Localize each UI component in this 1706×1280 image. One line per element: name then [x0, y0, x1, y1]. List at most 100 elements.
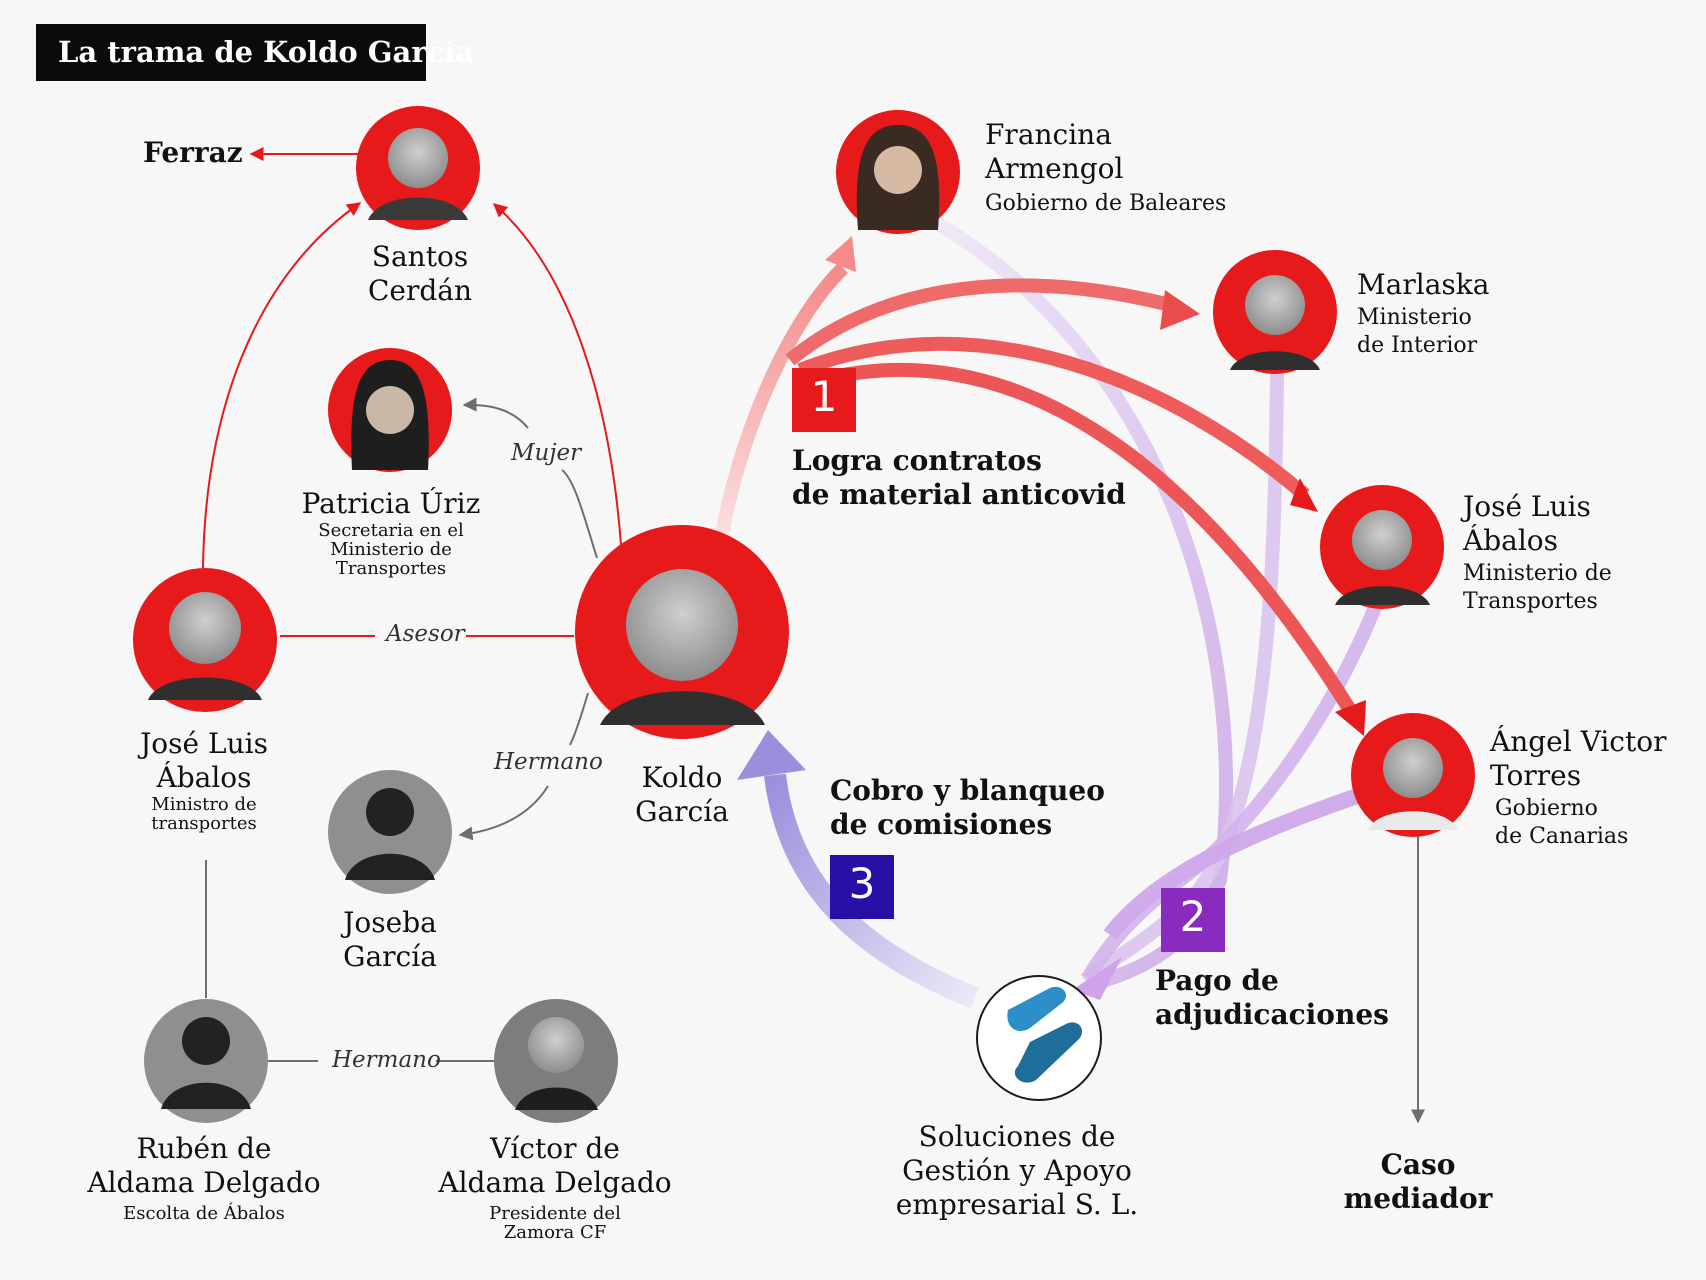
abalos-to-santos-line	[202, 202, 362, 569]
koldo-to-santos-line	[492, 203, 622, 546]
armengol-label: Francina Armengol Gobierno de Baleares	[985, 118, 1226, 218]
step-2-badge	[1161, 888, 1225, 952]
mujer-arrow	[462, 397, 529, 429]
joseba-name-line1: Joseba	[343, 906, 437, 939]
joseba-name-line2: García	[343, 940, 437, 973]
step-2-text-line1: Pago de	[1155, 964, 1279, 997]
company-name-line2: Gestión y Apoyo	[902, 1154, 1132, 1187]
flow-torres-to-company	[1103, 787, 1363, 940]
ruben-role: Escolta de Ábalos	[123, 1203, 285, 1224]
flow-koldo-to-armengol-arrowhead	[825, 236, 856, 272]
company-label: Soluciones de Gestión y Apoyo empresaria…	[896, 1120, 1138, 1222]
step-1-text-line1: Logra contratos	[792, 444, 1042, 477]
armengol-role: Gobierno de Baleares	[985, 191, 1227, 216]
armengol-name-line2: Armengol	[985, 152, 1124, 185]
ruben-name-line2: Aldama Delgado	[87, 1166, 321, 1199]
flow-to-company-arrowhead	[1072, 957, 1122, 1000]
asesor-label: Asesor	[386, 621, 465, 647]
step-3-text: Cobro y blanqueo de comisiones	[830, 774, 1105, 842]
armengol-avatar	[836, 110, 960, 234]
flow-koldo-to-abalos	[797, 336, 1310, 501]
marlaska-name: Marlaska	[1357, 268, 1490, 301]
step-2-text: Pago de adjudicaciones	[1155, 964, 1389, 1032]
santos-name: Santos Cerdán	[368, 240, 472, 308]
step-3-number: 3	[848, 859, 876, 908]
patricia-label: Patricia Úriz Secretaria en el Ministeri…	[302, 487, 481, 578]
step-3-text-line2: de comisiones	[830, 808, 1053, 841]
victor-role-line2: Zamora CF	[503, 1222, 607, 1243]
torres-role-line1: Gobierno	[1495, 796, 1598, 821]
flow-koldo-to-marlaska-arrowhead	[1160, 290, 1200, 330]
koldo-name-line1: Koldo	[641, 761, 723, 794]
abalos-right-avatar	[1320, 485, 1444, 609]
torres-name-line1: Ángel Victor	[1490, 725, 1667, 758]
patricia-role-line2: Ministerio de	[330, 539, 452, 560]
step-3-badge	[830, 855, 894, 919]
koldo-name-line2: García	[635, 795, 729, 828]
caso-mediador-line2: mediador	[1343, 1182, 1493, 1215]
abalos-right-label: José Luis Ábalos Ministerio de Transport…	[1463, 490, 1612, 616]
step-3-text-line1: Cobro y blanqueo	[830, 774, 1105, 807]
ruben-label: Rubén de Aldama Delgado Escolta de Ábalo…	[87, 1132, 320, 1223]
hermano-koldo-arrow	[458, 785, 549, 841]
hermano-koldo-label: Hermano	[494, 749, 603, 775]
patricia-role-line3: Transportes	[335, 558, 447, 579]
torres-role-line2: de Canarias	[1495, 824, 1629, 849]
patricia-role-line1: Secretaria en el	[318, 520, 464, 541]
torres-name-line2: Torres	[1490, 759, 1582, 792]
caso-mediador-label: Caso mediador	[1344, 1148, 1493, 1216]
ferraz-label: Ferraz	[143, 136, 243, 169]
marlaska-label: Marlaska Ministerio de Interior	[1357, 268, 1489, 360]
step-1-badge	[792, 368, 856, 432]
abalos-left-name-line1: José Luis	[140, 727, 268, 760]
marlaska-avatar	[1213, 250, 1337, 374]
koldo-name: Koldo García	[635, 761, 729, 829]
victor-label: Víctor de Aldama Delgado Presidente del …	[438, 1132, 671, 1242]
abalos-right-role-line1: Ministerio de	[1463, 561, 1612, 586]
caso-mediador-line1: Caso	[1380, 1148, 1456, 1181]
company-logo-icon	[976, 975, 1102, 1101]
flow-koldo-to-torres	[818, 362, 1356, 714]
abalos-left-avatar	[133, 568, 277, 712]
santos-name-line2: Cerdán	[367, 274, 473, 307]
abalos-left-label: José Luis Ábalos Ministro de transportes	[140, 727, 268, 833]
marlaska-role-line2: de Interior	[1357, 333, 1478, 358]
company-name-line3: empresarial S. L.	[895, 1188, 1139, 1221]
step-1-number: 1	[810, 372, 838, 421]
abalos-right-name-line1: José Luis	[1463, 490, 1591, 523]
flow-company-to-koldo	[764, 773, 980, 1009]
abalos-left-name-line2: Ábalos	[156, 761, 252, 794]
step-1-text: Logra contratos de material anticovid	[792, 444, 1126, 512]
santos-name-line1: Santos	[371, 240, 469, 273]
koldo-avatar	[575, 525, 789, 739]
ruben-avatar	[144, 999, 268, 1123]
flow-armengol-to-company	[931, 215, 1234, 992]
victor-name-line1: Víctor de	[490, 1132, 620, 1165]
santos-avatar	[356, 106, 480, 230]
marlaska-role-line1: Ministerio	[1357, 305, 1472, 330]
hermano-koldo-line	[569, 692, 589, 746]
joseba-name: Joseba García	[343, 906, 437, 974]
patricia-avatar	[328, 348, 452, 472]
company-name-line1: Soluciones de	[918, 1120, 1116, 1153]
torres-label: Ángel Victor Torres Gobierno de Canarias	[1490, 725, 1666, 851]
flow-koldo-to-torres-arrowhead	[1335, 700, 1366, 736]
victor-name-line2: Aldama Delgado	[438, 1166, 672, 1199]
step-1-text-line2: de material anticovid	[792, 478, 1126, 511]
flow-koldo-to-abalos-arrowhead	[1290, 478, 1318, 512]
armengol-name-line1: Francina	[985, 118, 1112, 151]
flow-koldo-to-armengol	[713, 263, 848, 547]
step-2-number: 2	[1179, 892, 1207, 941]
patricia-name: Patricia Úriz	[301, 487, 481, 520]
joseba-avatar	[328, 770, 452, 894]
victor-avatar	[494, 999, 618, 1123]
page-title: La trama de Koldo García	[36, 24, 474, 81]
victor-role-line1: Presidente del	[489, 1203, 621, 1224]
mujer-label: Mujer	[511, 440, 582, 466]
abalos-left-role-line2: transportes	[151, 813, 257, 834]
step-2-text-line2: adjudicaciones	[1155, 998, 1389, 1031]
torres-avatar	[1351, 713, 1475, 837]
flow-koldo-to-marlaska	[785, 278, 1172, 366]
hermano-aldama-label: Hermano	[332, 1047, 441, 1073]
